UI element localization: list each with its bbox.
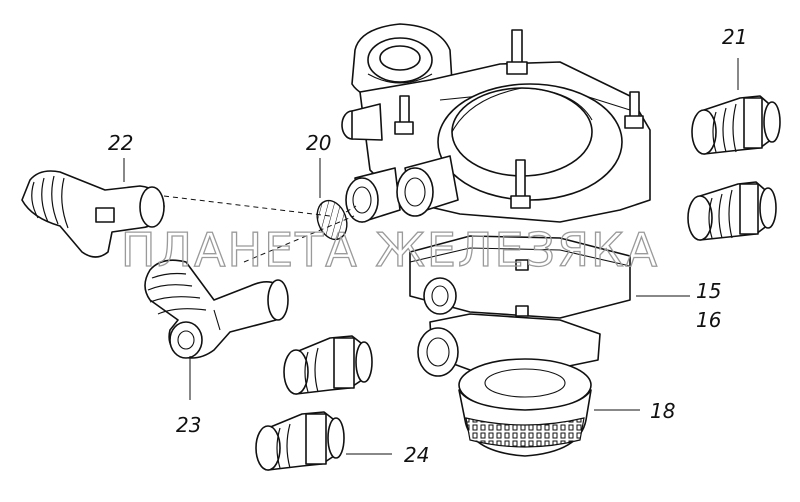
assembly-lines: [163, 195, 357, 263]
part-20-gasket: [316, 199, 348, 241]
callout-24: 24: [404, 443, 429, 467]
callout-20: 20: [306, 131, 331, 155]
part-21-fitting-lower: [687, 181, 777, 241]
callout-22: 22: [108, 131, 133, 155]
callout-16: 16: [696, 308, 721, 332]
valve-lower-body: [417, 313, 601, 377]
part-22-elbow-fitting: [21, 170, 165, 258]
valve-middle-flange: [409, 235, 631, 319]
valve-front-ports: [345, 155, 531, 223]
callout-21: 21: [722, 25, 747, 49]
callout-23: 23: [176, 413, 201, 437]
part-24-fitting-lower: [255, 411, 345, 471]
part-21-fitting-upper: [691, 95, 781, 155]
part-24-fitting-upper: [283, 335, 373, 395]
callout-15: 15: [696, 279, 721, 303]
leader-lines: [123, 58, 739, 455]
callout-18: 18: [650, 399, 675, 423]
valve-silencer: [458, 358, 592, 457]
valve-diaphragm-dome: [437, 83, 623, 201]
watermark-text: ПЛАНЕТА ЖЕЛЕЗЯКА: [121, 223, 659, 277]
valve-assembly: [341, 23, 651, 457]
part-23-elbow-fitting: [144, 259, 289, 359]
